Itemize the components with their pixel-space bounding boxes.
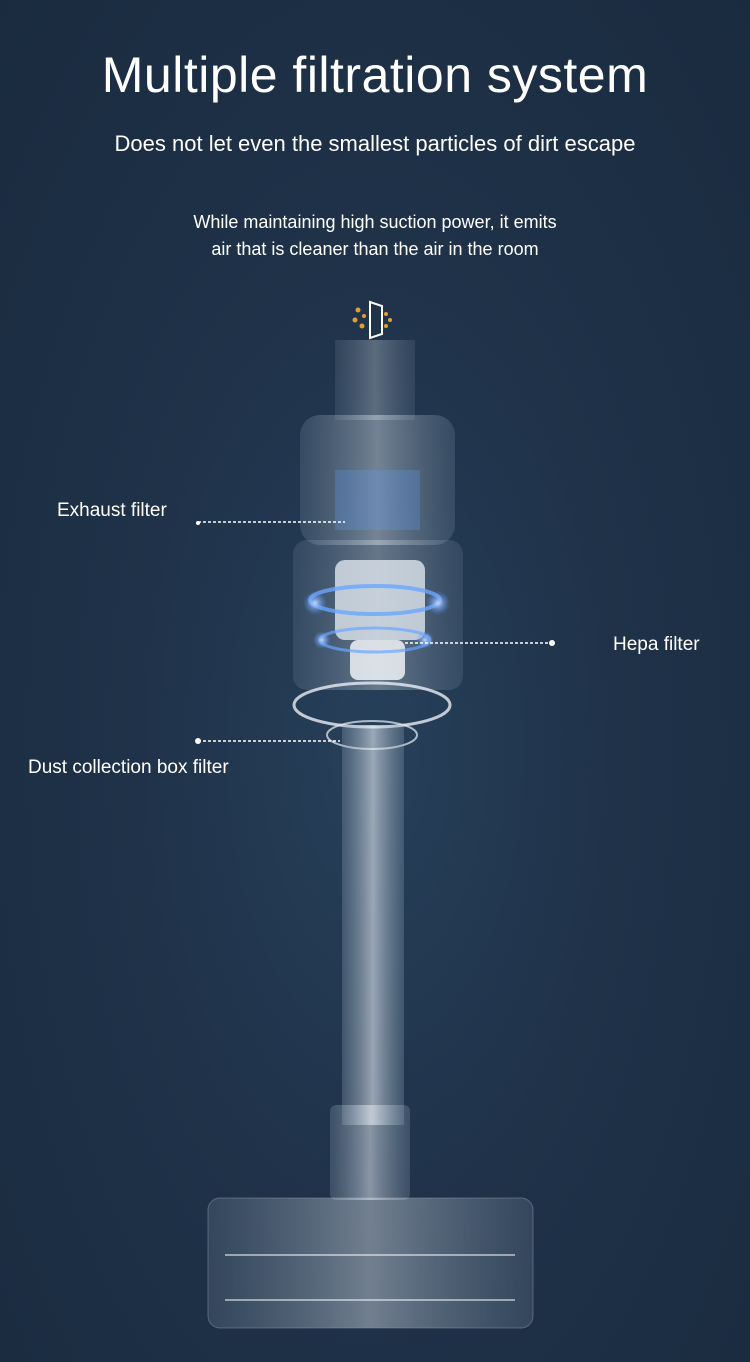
description: While maintaining high suction power, it… <box>0 209 750 263</box>
description-line-1: While maintaining high suction power, it… <box>193 212 557 232</box>
page-title: Multiple filtration system <box>101 47 649 103</box>
description-line-2: air that is cleaner than the air in the … <box>211 239 539 259</box>
hepa-filter-label: Hepa filter <box>613 634 700 655</box>
page-subtitle: Does not let even the smallest particles… <box>114 131 636 156</box>
exhaust-filter-label: Exhaust filter <box>57 500 167 521</box>
callout-lines <box>198 521 552 742</box>
exhaust-particles-icon <box>352 300 392 340</box>
dust-box-filter-label: Dust collection box filter <box>28 757 229 778</box>
